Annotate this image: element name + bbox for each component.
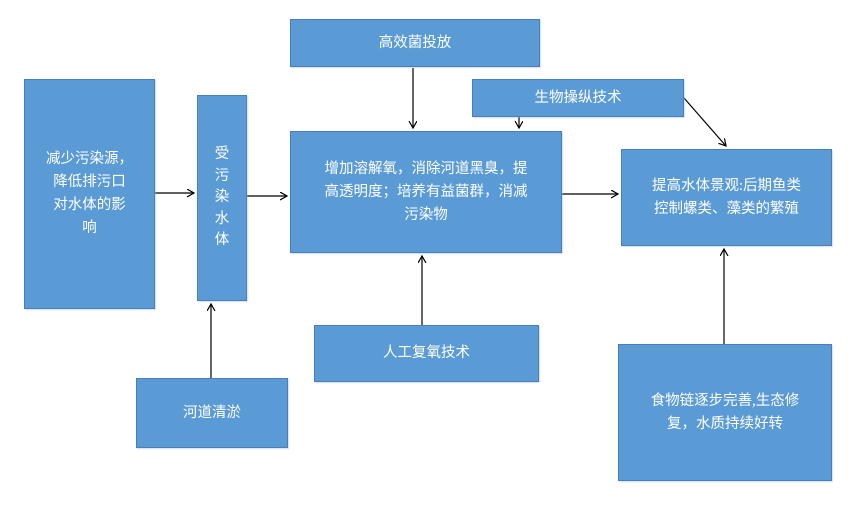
node-river-dredging: 河道清淤 — [136, 378, 288, 448]
node-food-chain-restoration: 食物链逐步完善,生态修 复，水质持续好转 — [618, 344, 832, 481]
node-improve-water-landscape: 提高水体景观:后期鱼类 控制螺类、藻类的繁殖 — [621, 149, 832, 246]
node-core-treatment-effect: 增加溶解氧，消除河道黑臭，提 高透明度；培养有益菌群，消减 污染物 — [290, 131, 562, 253]
node-polluted-water-body: 受 污 染 水 体 — [197, 95, 247, 301]
arrow-biomanipulation-to-landscape — [683, 97, 726, 146]
node-reduce-pollution-source: 减少污染源， 降低排污口 对水体的影 响 — [24, 79, 155, 309]
node-biomanipulation-technology: 生物操纵技术 — [472, 79, 684, 117]
node-efficient-bacteria-dosing: 高效菌投放 — [290, 19, 540, 67]
node-artificial-reoxygenation: 人工复氧技术 — [314, 325, 539, 382]
